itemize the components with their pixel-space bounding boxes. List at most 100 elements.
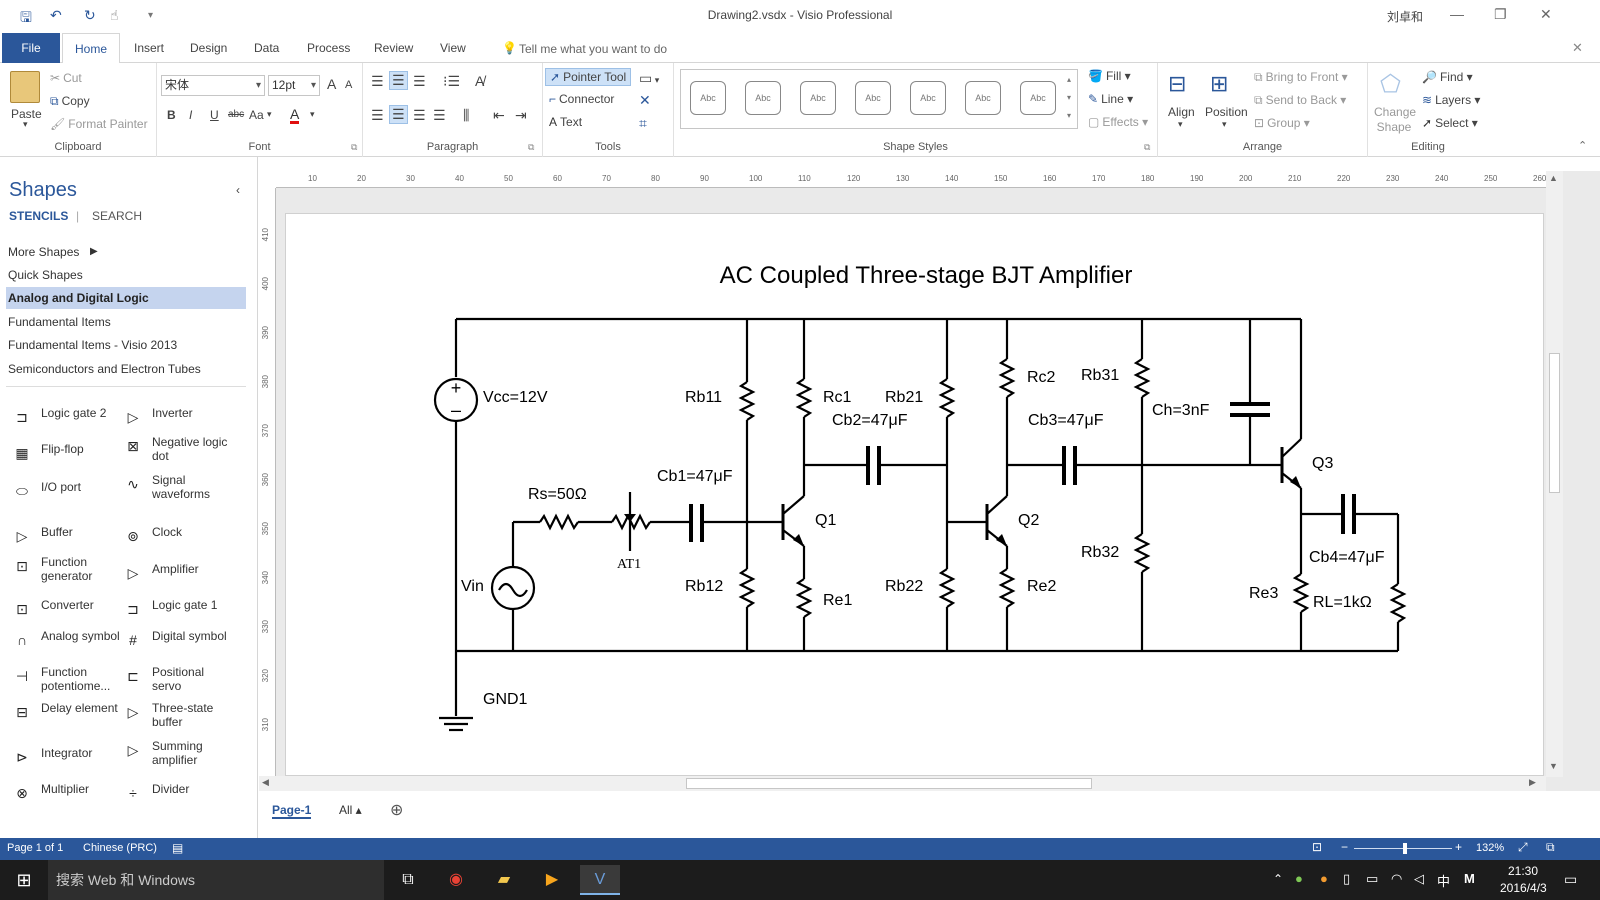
font-color-arrow-icon[interactable]: ▾ — [310, 109, 315, 119]
decrease-indent-icon[interactable]: ⇤ — [493, 107, 505, 123]
label-rb21[interactable]: Rb21 — [885, 389, 924, 406]
shape-signal-waveforms[interactable]: ∿Signal waveforms — [121, 473, 241, 505]
tray-chevron-icon[interactable]: ⌃ — [1273, 872, 1284, 886]
tab-home[interactable]: Home — [62, 33, 121, 64]
label-rb11[interactable]: Rb11 — [685, 389, 723, 406]
zoom-out-icon[interactable]: − — [1341, 840, 1349, 854]
shape-style-swatch[interactable]: Abc — [745, 81, 781, 115]
tab-stencils[interactable]: STENCILS — [9, 209, 69, 223]
align-top-icon[interactable]: ☰ — [371, 73, 384, 89]
shape-amplifier[interactable]: ▷Amplifier — [121, 562, 241, 590]
change-case-arrow-icon[interactable]: ▾ — [267, 109, 272, 119]
collapse-ribbon-icon[interactable]: ⌃ — [1578, 140, 1588, 152]
position-button[interactable]: Position — [1205, 105, 1248, 119]
underline-button[interactable]: U — [210, 108, 219, 122]
layers-button[interactable]: ≋Layers ▾ — [1422, 93, 1481, 107]
shape-multiplier[interactable]: ⊗Multiplier — [10, 782, 120, 810]
chrome-icon[interactable]: ◉ — [449, 871, 463, 888]
tell-me-input[interactable]: Tell me what you want to do — [519, 42, 668, 56]
shape-summing-amplifier[interactable]: ▷Summing amplifier — [121, 739, 241, 771]
font-dialog-launcher-icon[interactable]: ⧉ — [351, 142, 358, 152]
label-rl[interactable]: RL=1kΩ — [1313, 594, 1372, 611]
diagram-title[interactable]: AC Coupled Three-stage BJT Amplifier — [719, 262, 1133, 289]
shape-style-swatch[interactable]: Abc — [800, 81, 836, 115]
shrink-font-button[interactable]: A — [345, 79, 353, 91]
crop-tool-icon[interactable]: ⌗ — [639, 115, 647, 131]
cut-button[interactable]: ✂Cut — [50, 71, 82, 85]
label-q1[interactable]: Q1 — [815, 512, 837, 529]
touch-icon[interactable]: ☝ — [110, 7, 119, 23]
bullets-icon[interactable]: ⁝☰ — [443, 73, 461, 89]
ime-mode-indicator[interactable]: M — [1464, 871, 1475, 886]
task-view-icon[interactable]: ⧉ — [402, 871, 414, 888]
align-right-icon[interactable]: ☰ — [413, 107, 426, 123]
more-shapes[interactable]: More Shapes▶ — [0, 241, 246, 263]
shape-io-port[interactable]: ⬭I/O port — [10, 480, 120, 508]
effects-button[interactable]: ▢Effects ▾ — [1088, 115, 1149, 129]
shape-flip-flop[interactable]: ▦Flip-flop — [10, 442, 120, 470]
shape-buffer[interactable]: ▷Buffer — [10, 525, 120, 553]
pointer-tool-button[interactable]: ➚Pointer Tool — [545, 68, 632, 86]
shape-styles-dialog-launcher-icon[interactable]: ⧉ — [1144, 142, 1151, 152]
format-painter-button[interactable]: 🖌Format Painter — [50, 117, 148, 131]
all-pages-button[interactable]: All ▴ — [339, 803, 362, 817]
align-middle-icon[interactable]: ☰ — [389, 71, 408, 90]
minimize-icon[interactable]: — — [1450, 6, 1464, 22]
stencil-fundamental-items[interactable]: Fundamental Items — [8, 315, 111, 329]
label-rb22[interactable]: Rb22 — [885, 578, 924, 595]
vertical-scroll-thumb[interactable] — [1549, 353, 1560, 493]
label-cb1[interactable]: Cb1=47μF — [657, 468, 733, 485]
scroll-left-icon[interactable]: ◀ — [262, 777, 269, 787]
font-color-button[interactable]: A — [290, 106, 300, 124]
tab-view[interactable]: View — [440, 41, 466, 55]
stencil-fundamental-items-2013[interactable]: Fundamental Items - Visio 2013 — [8, 338, 178, 352]
label-ch[interactable]: Ch=3nF — [1152, 402, 1210, 419]
shape-inverter[interactable]: ▷Inverter — [121, 406, 241, 434]
tab-search[interactable]: SEARCH — [92, 209, 143, 223]
shape-function-potentiometer[interactable]: ⊣Function potentiome... — [10, 665, 120, 697]
wifi-icon[interactable]: ◠ — [1391, 871, 1403, 886]
presentation-mode-icon[interactable]: ⊡ — [1312, 840, 1323, 854]
tab-insert[interactable]: Insert — [134, 41, 165, 55]
select-button[interactable]: ➚Select ▾ — [1422, 116, 1478, 130]
shape-three-state-buffer[interactable]: ▷Three-state buffer — [121, 701, 241, 733]
label-re2[interactable]: Re2 — [1027, 578, 1057, 595]
tab-data[interactable]: Data — [254, 41, 280, 55]
copy-button[interactable]: ⧉Copy — [50, 94, 90, 108]
shape-delay-element[interactable]: ⊟Delay element — [10, 701, 120, 733]
shape-analog-symbol[interactable]: ∩Analog symbol — [10, 629, 120, 661]
label-rs[interactable]: Rs=50Ω — [528, 486, 587, 503]
paste-icon[interactable] — [10, 71, 40, 103]
shape-clock[interactable]: ⊚Clock — [121, 525, 241, 553]
clock-date[interactable]: 2016/4/3 — [1500, 881, 1547, 895]
language-status[interactable]: Chinese (PRC) — [83, 842, 157, 854]
label-q3[interactable]: Q3 — [1312, 455, 1334, 472]
tray-app-icon[interactable]: ● — [1320, 871, 1328, 886]
tab-design[interactable]: Design — [190, 41, 228, 55]
search-box[interactable]: 搜索 Web 和 Windows — [48, 860, 384, 900]
stencil-semiconductors[interactable]: Semiconductors and Electron Tubes — [8, 362, 201, 376]
save-icon[interactable]: 🖫 — [20, 9, 32, 25]
circuit-diagram[interactable]: + – — [286, 214, 1545, 777]
tab-review[interactable]: Review — [374, 41, 414, 55]
shape-negative-logic-dot[interactable]: ⊠Negative logic dot — [121, 435, 241, 467]
shape-logic-gate-1[interactable]: ⊐Logic gate 1 — [121, 598, 241, 626]
align-button[interactable]: Align — [1168, 105, 1195, 119]
label-at1[interactable]: AT1 — [617, 557, 642, 572]
label-vcc[interactable]: Vcc=12V — [483, 389, 548, 406]
line-button[interactable]: ✎Line ▾ — [1088, 92, 1134, 106]
bold-button[interactable]: B — [167, 108, 176, 122]
label-cb2[interactable]: Cb2=47μF — [832, 412, 908, 429]
group-button[interactable]: ⊡Group ▾ — [1254, 116, 1310, 130]
label-gnd[interactable]: GND1 — [483, 691, 528, 708]
connector-button[interactable]: ⌐Connector — [549, 92, 615, 106]
italic-button[interactable]: I — [189, 108, 193, 122]
label-cb3[interactable]: Cb3=47μF — [1028, 412, 1104, 429]
strikethrough-button[interactable]: abc — [228, 109, 245, 120]
shape-style-swatch[interactable]: Abc — [1020, 81, 1056, 115]
shape-converter[interactable]: ⊡Converter — [10, 598, 120, 626]
shape-style-swatch[interactable]: Abc — [855, 81, 891, 115]
close-icon[interactable]: ✕ — [1540, 6, 1552, 22]
label-re1[interactable]: Re1 — [823, 592, 853, 609]
horizontal-scrollbar[interactable]: ◀ ▶ — [259, 776, 1546, 791]
